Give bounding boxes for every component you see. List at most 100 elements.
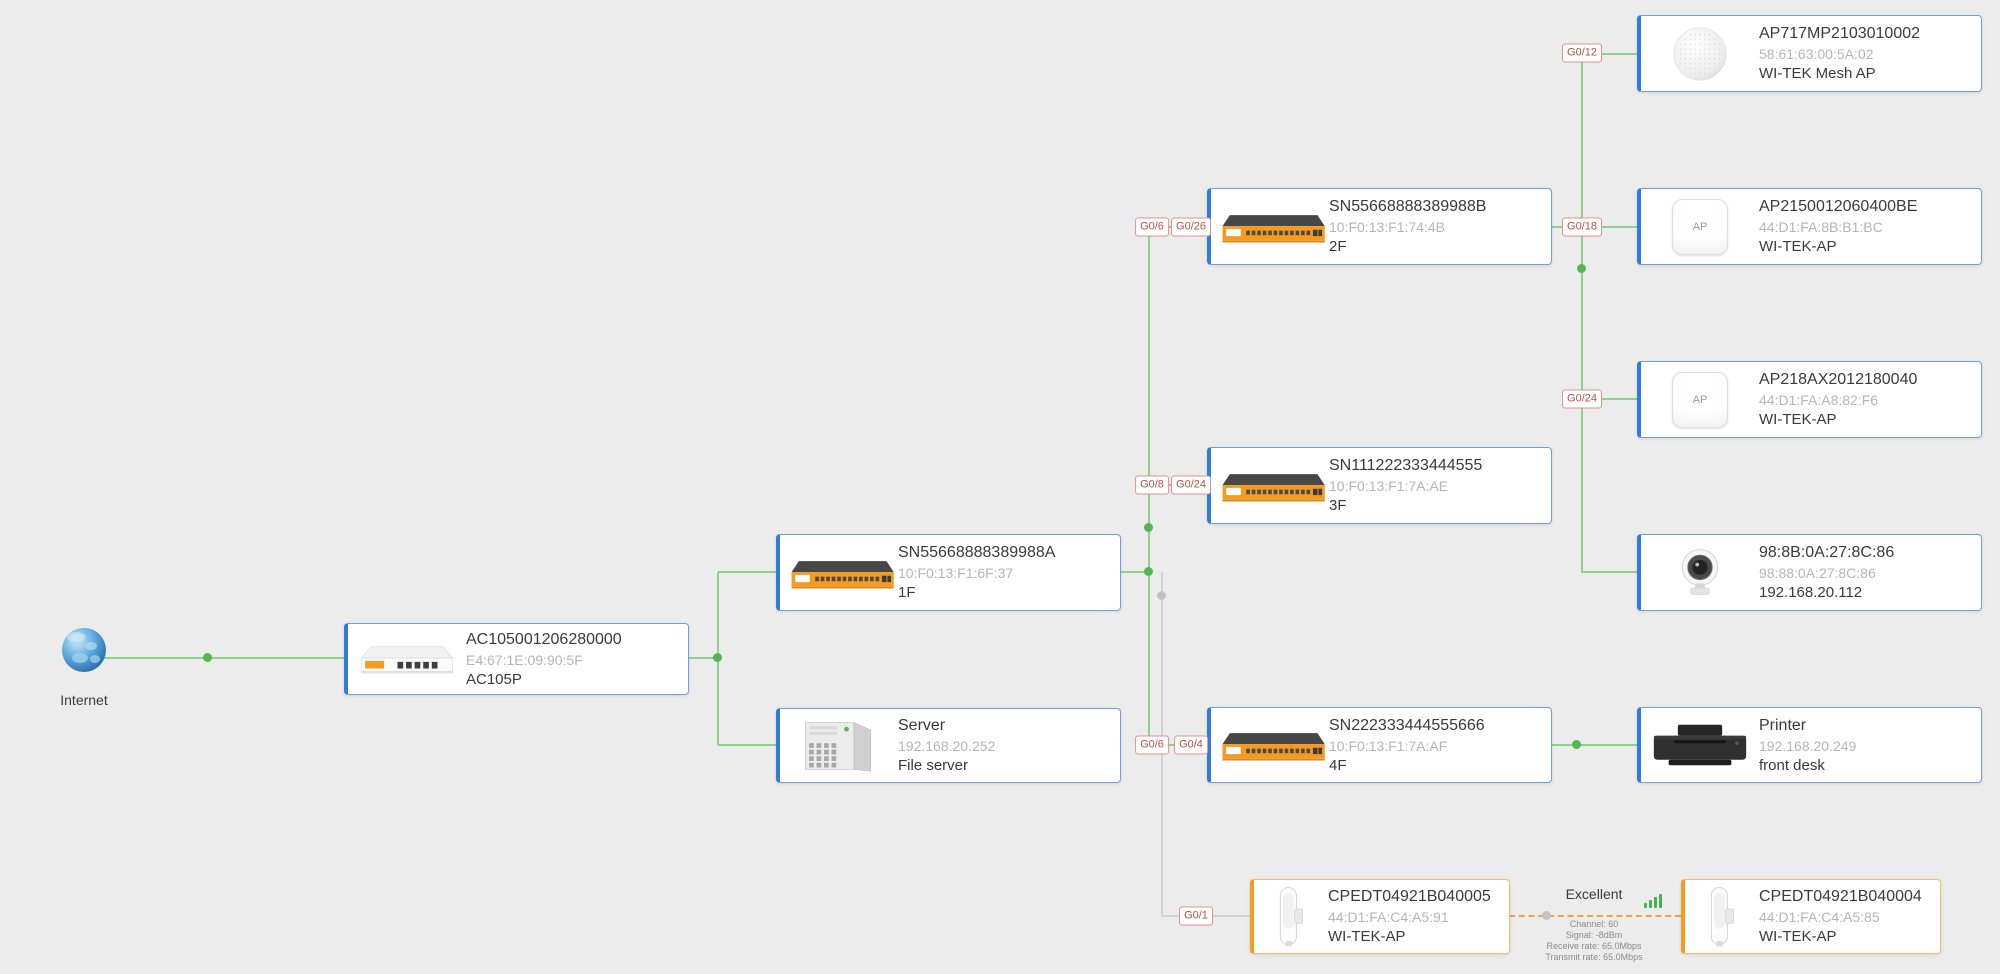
device-mac: 98:88:0A:27:8C:86 [1759, 565, 1876, 581]
link-trunk-right [1581, 53, 1583, 573]
wireless-link-cpe [1509, 915, 1681, 917]
device-name: AP717MP2103010002 [1759, 25, 1921, 42]
device-mac: 10:F0:13:F1:7A:AF [1329, 737, 1448, 754]
port-badge: G0/26 [1171, 217, 1211, 237]
port-badge: G0/24 [1171, 475, 1211, 495]
device-card-camera[interactable]: 98:8B:0A:27:8C:86 98:88:0A:27:8C:86 192.… [1637, 534, 1982, 611]
server-image [780, 717, 898, 775]
ap-image: AP [1641, 371, 1759, 428]
device-card-server[interactable]: Server 192.168.20.252 File server [776, 708, 1121, 783]
device-card-ap717[interactable]: AP717MP2103010002 58:61:63:00:5A:02 WI-T… [1637, 15, 1982, 92]
cpe-image [1254, 884, 1328, 950]
device-card-switch-4f[interactable]: SN222333444555666 10:F0:13:F1:7A:AF 4F [1207, 707, 1552, 783]
device-name: AC105001206280000 [466, 630, 622, 648]
wireless-quality-label: Excellent [1565, 886, 1623, 902]
device-card-switch-1f[interactable]: SN55668888389988A 10:F0:13:F1:6F:37 1F [776, 534, 1121, 611]
device-name: AP2150012060400BE [1759, 198, 1918, 215]
wireless-signal: Signal: -8dBm [1565, 930, 1623, 940]
device-mac: 58:61:63:00:5A:02 [1759, 46, 1874, 62]
link-dot [1577, 264, 1586, 273]
device-mac: 44:D1:FA:A8:82:F6 [1759, 392, 1879, 408]
port-badge: G0/8 [1135, 475, 1169, 495]
device-card-switch-3f[interactable]: SN111222333444555 10:F0:13:F1:7A:AE 3F [1207, 447, 1552, 524]
device-name: Printer [1759, 716, 1807, 734]
device-ip: 192.168.20.112 [1759, 584, 1863, 601]
link-to-ap717 [1582, 53, 1637, 55]
device-mac: 44:D1:FA:C4:A5:85 [1759, 909, 1880, 925]
link-dot [1144, 523, 1153, 532]
device-desc: WI-TEK-AP [1759, 928, 1837, 945]
device-mac: 44:D1:FA:C4:A5:91 [1328, 909, 1449, 925]
device-desc: front desk [1759, 756, 1825, 774]
port-badge: G0/1 [1179, 906, 1213, 926]
link-internet-router [104, 657, 344, 659]
port-badge: G0/18 [1562, 217, 1602, 237]
device-name: SN55668888389988A [898, 544, 1056, 561]
device-desc: WI-TEK Mesh AP [1759, 65, 1876, 82]
port-badge: G0/24 [1562, 389, 1602, 409]
link-router-out [689, 657, 718, 659]
switch-image [780, 552, 898, 594]
signal-bars-icon [1644, 892, 1662, 908]
device-desc: 3F [1329, 497, 1347, 514]
link-to-server [718, 744, 776, 746]
link-to-ap215 [1582, 226, 1637, 228]
device-card-cpe5[interactable]: CPEDT04921B040005 44:D1:FA:C4:A5:91 WI-T… [1250, 879, 1510, 954]
router-image [348, 639, 466, 679]
device-mac: 44:D1:FA:8B:B1:BC [1759, 219, 1883, 235]
device-card-printer[interactable]: Printer 192.168.20.249 front desk [1637, 707, 1982, 783]
device-desc: AC105P [466, 670, 522, 688]
link-dot [203, 653, 212, 662]
link-dot [1144, 567, 1153, 576]
mesh-ap-image [1641, 23, 1759, 85]
wireless-transmit-rate: Transmit rate: 65.0Mbps [1545, 952, 1643, 962]
ap-icon: AP [1672, 198, 1728, 255]
device-ip: 192.168.20.249 [1759, 737, 1857, 754]
device-card-ap215[interactable]: AP AP2150012060400BE 44:D1:FA:8B:B1:BC W… [1637, 188, 1982, 265]
ap-image: AP [1641, 198, 1759, 255]
device-name: AP218AX2012180040 [1759, 371, 1918, 388]
device-mac: 10:F0:13:F1:6F:37 [898, 565, 1014, 581]
device-mac: 10:F0:13:F1:7A:AE [1329, 478, 1449, 494]
device-card-ac105p[interactable]: AC105001206280000 E4:67:1E:09:90:5F AC10… [344, 623, 689, 695]
switch-image [1211, 206, 1329, 248]
device-name: CPEDT04921B040004 [1759, 888, 1922, 905]
internet-node[interactable] [60, 626, 108, 674]
device-card-switch-2f[interactable]: SN55668888389988B 10:F0:13:F1:74:4B 2F [1207, 188, 1552, 265]
device-card-ap218[interactable]: AP AP218AX2012180040 44:D1:FA:A8:82:F6 W… [1637, 361, 1982, 438]
device-desc: 1F [898, 584, 916, 601]
port-badge: G0/4 [1174, 735, 1208, 755]
device-ip: 192.168.20.252 [898, 738, 996, 754]
device-name: Server [898, 717, 946, 734]
device-mac: 10:F0:13:F1:74:4B [1329, 219, 1445, 235]
device-desc: WI-TEK-AP [1759, 411, 1837, 428]
switch-image [1211, 465, 1329, 507]
wireless-channel: Channel: 60 [1569, 919, 1619, 929]
printer-image [1641, 721, 1759, 769]
device-desc: WI-TEK-AP [1328, 928, 1406, 945]
link-to-printer [1552, 744, 1637, 746]
device-mac: E4:67:1E:09:90:5F [466, 651, 583, 668]
port-badge: G0/6 [1135, 735, 1169, 755]
device-card-cpe4[interactable]: CPEDT04921B040004 44:D1:FA:C4:A5:85 WI-T… [1681, 879, 1941, 954]
device-name: CPEDT04921B040005 [1328, 888, 1491, 905]
device-desc: 4F [1329, 756, 1347, 774]
link-switch-1f-out [1121, 571, 1149, 573]
internet-label: Internet [60, 692, 108, 708]
device-name: SN55668888389988B [1329, 198, 1487, 215]
link-to-ap218 [1582, 398, 1637, 400]
camera-image [1641, 543, 1759, 603]
device-desc: WI-TEK-AP [1759, 238, 1837, 255]
port-badge: G0/6 [1135, 217, 1169, 237]
device-desc: File server [898, 757, 969, 774]
port-badge: G0/12 [1562, 43, 1602, 63]
device-name: SN222333444555666 [1329, 716, 1485, 734]
ap-icon: AP [1672, 371, 1728, 428]
link-dot [713, 653, 722, 662]
link-to-switch-1f [718, 571, 776, 573]
link-dot-gray [1157, 591, 1166, 600]
link-dot-gray [1542, 911, 1551, 920]
device-name: 98:8B:0A:27:8C:86 [1759, 544, 1895, 561]
device-desc: 2F [1329, 238, 1347, 255]
